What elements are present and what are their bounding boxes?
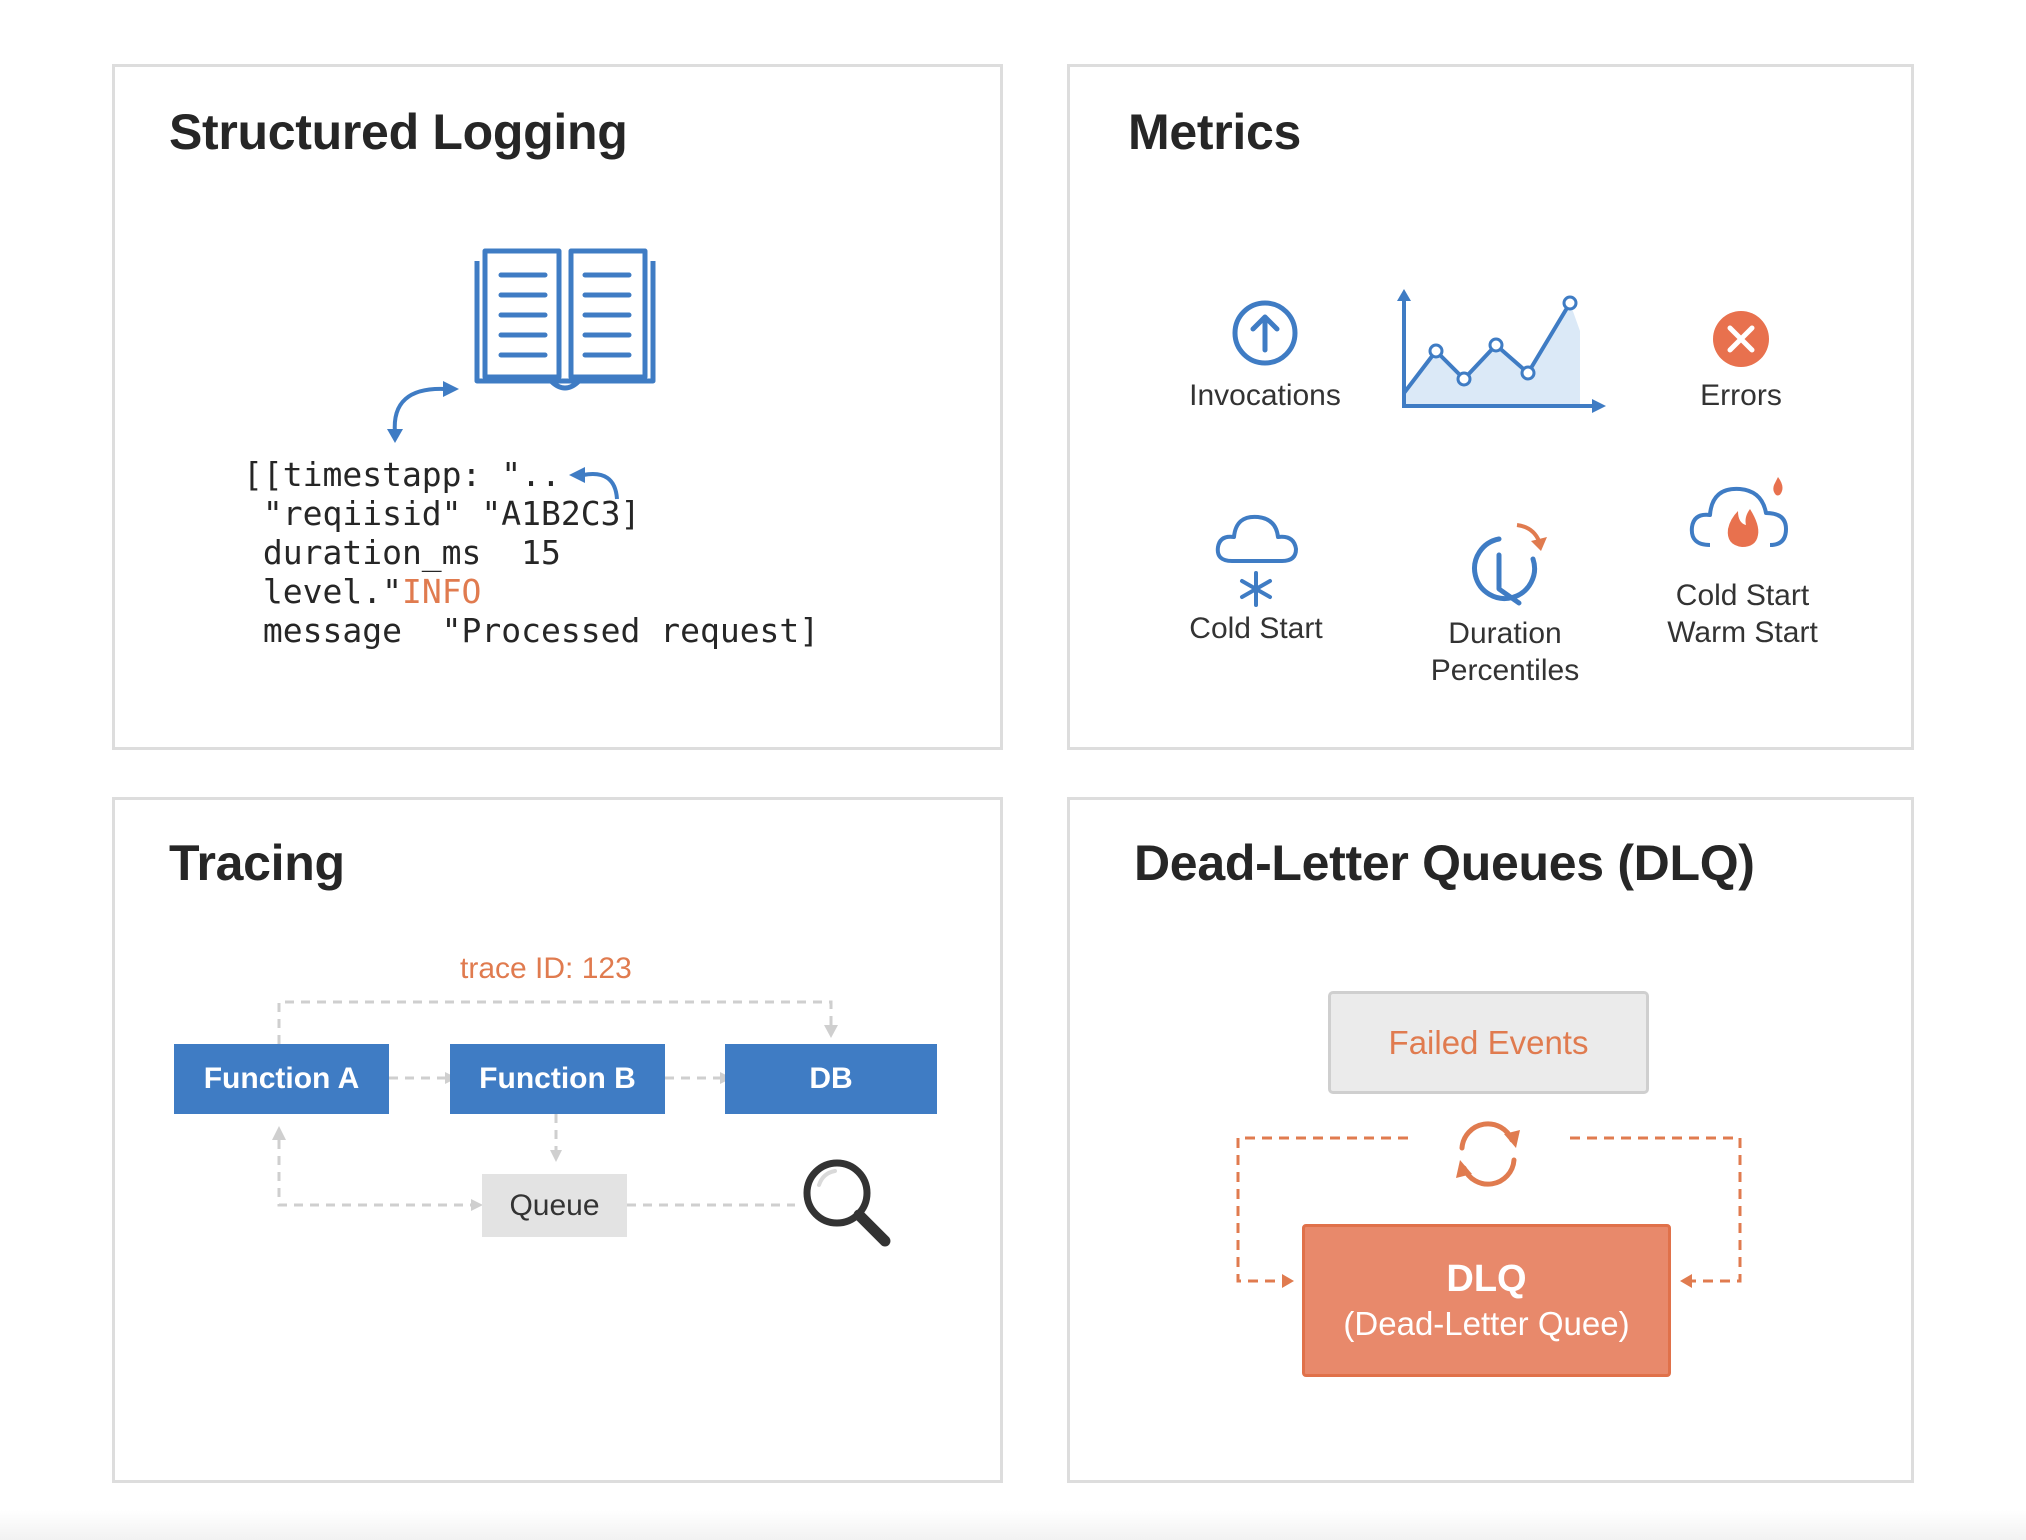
- log-json-sample: [[timestapp: ".. "reqiisid" "A1B2C3] dur…: [243, 455, 819, 650]
- invocations-label: Invocations: [1189, 379, 1341, 412]
- trace-connectors: [272, 1000, 838, 1211]
- cloud-flame-icon: [1689, 477, 1788, 547]
- panel-title: Structured Logging: [169, 104, 628, 160]
- refresh-cycle-icon: [1456, 1121, 1520, 1187]
- bottom-fade: [0, 1510, 2026, 1540]
- cold-start-label: Cold Start: [1189, 612, 1323, 645]
- dlq-title: DLQ: [1446, 1257, 1527, 1300]
- queue-node[interactable]: Queue: [482, 1174, 627, 1237]
- cold-warm-start-label-line2: Warm Start: [1667, 616, 1818, 649]
- log-level-value: INFO: [401, 572, 482, 611]
- book-icon: [474, 248, 656, 391]
- panel-title: Metrics: [1128, 104, 1301, 160]
- panel-title: Tracing: [169, 835, 345, 891]
- arrow-up-circle-icon: [1232, 300, 1298, 366]
- errors-label: Errors: [1700, 379, 1782, 412]
- duration-label-line1: Duration: [1448, 617, 1562, 650]
- code-line: duration_ms 15: [243, 533, 561, 572]
- function-a-node[interactable]: Function A: [174, 1044, 389, 1114]
- code-line: message "Processed request]: [243, 611, 820, 650]
- cold-warm-start-label-line1: Cold Start: [1675, 579, 1810, 612]
- stopwatch-icon: [1472, 523, 1547, 606]
- return-arrow-icon: [569, 467, 619, 500]
- trace-id-label: trace ID: 123: [460, 952, 632, 985]
- dead-letter-queues-panel: Dead-Letter Queues (DLQ) Failed Events D…: [1067, 797, 1914, 1483]
- cold-start-cloud-icon: [1215, 514, 1298, 607]
- function-b-node[interactable]: Function B: [450, 1044, 665, 1114]
- error-x-icon: [1713, 311, 1769, 367]
- code-line: "reqiisid" "A1B2C3]: [243, 494, 641, 533]
- curved-arrow-icon: [387, 381, 459, 443]
- line-chart-icon: [1397, 289, 1606, 413]
- metrics-panel: Metrics Invocations Errors Cold Start: [1067, 64, 1914, 750]
- code-line: level."INFO: [243, 572, 819, 611]
- db-node[interactable]: DB: [725, 1044, 937, 1114]
- code-line-text: level.": [243, 572, 402, 611]
- dlq-subtitle: (Dead-Letter Quee): [1343, 1304, 1630, 1342]
- structured-logging-panel: Structured Logging [[timestapp: ".. "req…: [112, 64, 1003, 750]
- panel-title: Dead-Letter Queues (DLQ): [1134, 835, 1755, 891]
- dlq-connectors: [1236, 1136, 1742, 1288]
- duration-label-line2: Percentiles: [1430, 654, 1580, 687]
- magnifier-icon: [803, 1159, 891, 1247]
- failed-events-box[interactable]: Failed Events: [1328, 991, 1649, 1094]
- tracing-panel: Tracing trace ID: 123 Function A Functio…: [112, 797, 1003, 1483]
- dlq-box[interactable]: DLQ (Dead-Letter Quee): [1302, 1224, 1671, 1377]
- code-line: [[timestapp: "..: [243, 455, 561, 494]
